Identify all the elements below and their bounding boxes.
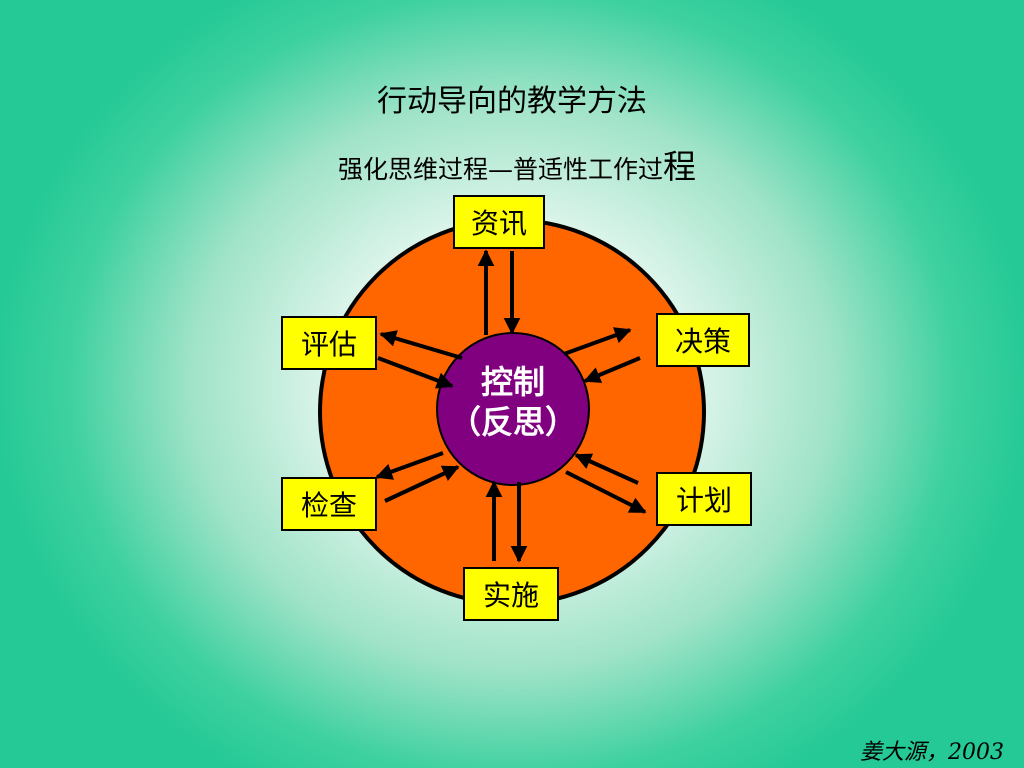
slide-title: 行动导向的教学方法 [377, 84, 647, 119]
center-label-line2: （反思） [448, 403, 577, 441]
arrow-center-to-plan [565, 470, 647, 514]
center-label-line1: 控制 [480, 363, 545, 401]
slide-subtitle: 强化思维过程—普适性工作过程 [0, 140, 1024, 188]
arrow-center-to-evaluate [379, 330, 463, 360]
author-signature: 姜大源，2003 [860, 740, 1004, 765]
arrow-plan-to-center [574, 453, 639, 485]
center-label: 控制 （反思） [438, 362, 588, 442]
arrow-center-to-check [375, 451, 444, 480]
step-info-box[interactable]: 资讯 [453, 195, 545, 249]
step-implement-box[interactable]: 实施 [463, 567, 559, 621]
arrow-decide-to-center [583, 356, 641, 383]
step-plan-box[interactable]: 计划 [656, 472, 752, 526]
arrow-check-to-center [384, 465, 460, 503]
arrow-center-to-decide [563, 327, 632, 356]
step-decide-box[interactable]: 决策 [656, 313, 750, 367]
step-check-box[interactable]: 检查 [281, 477, 377, 531]
step-evaluate-box[interactable]: 评估 [281, 316, 377, 370]
subtitle-last-char: 程 [663, 147, 696, 186]
subtitle-main: 强化思维过程—普适性工作过 [337, 155, 663, 184]
arrow-evaluate-to-center [377, 356, 454, 389]
